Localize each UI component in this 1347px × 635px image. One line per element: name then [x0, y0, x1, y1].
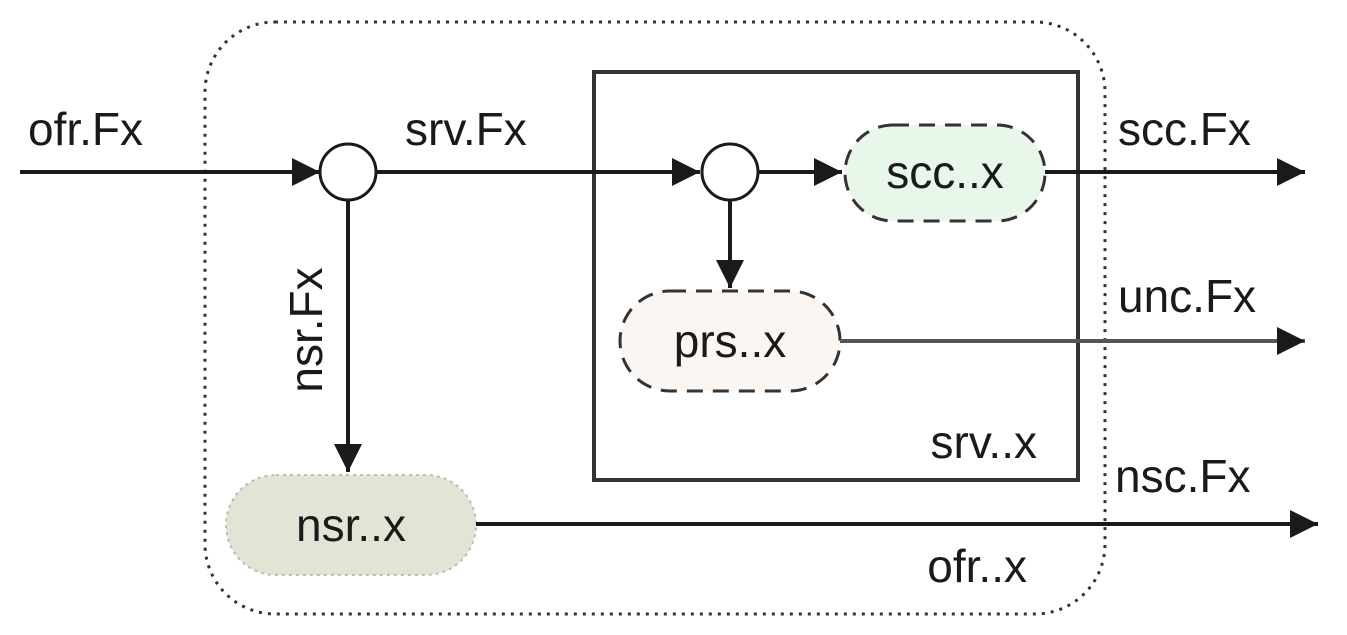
unc-output-label: unc.Fx	[1118, 270, 1256, 322]
inner-service-box	[592, 70, 1080, 482]
outer-box-label: ofr..x	[927, 540, 1027, 592]
scc-output-label: scc.Fx	[1118, 103, 1251, 155]
junction-1	[318, 142, 378, 202]
not-served-flow-label: nsr.Fx	[280, 267, 332, 392]
served-flow-label: srv.Fx	[405, 103, 527, 155]
prs-node	[618, 289, 842, 393]
inner-box-label: srv..x	[931, 416, 1037, 468]
input-flow-label: ofr.Fx	[28, 103, 143, 155]
nsr-node	[225, 474, 477, 576]
nsr-node-label: nsr..x	[296, 499, 406, 551]
nsc-output-label: nsc.Fx	[1115, 450, 1250, 502]
scc-node	[843, 123, 1047, 223]
outer-boundary	[203, 20, 1107, 616]
prs-node-label: prs..x	[674, 315, 786, 367]
junction-2	[700, 142, 760, 202]
scc-node-label: scc..x	[886, 146, 1004, 198]
